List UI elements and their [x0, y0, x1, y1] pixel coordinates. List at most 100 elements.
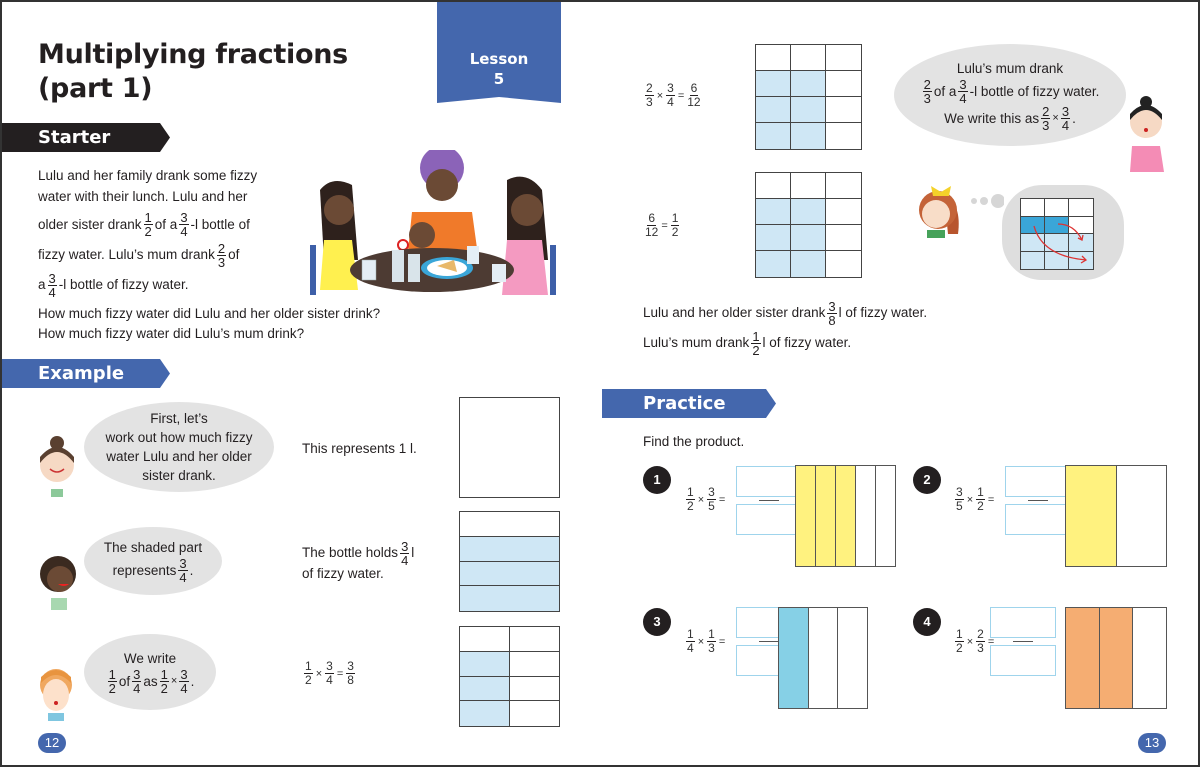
question-2: How much fizzy water did Lulu’s mum drin…	[38, 326, 305, 341]
text: older sister drank	[38, 216, 142, 232]
arrow-icon	[1033, 223, 1088, 264]
title-line-2: (part 1)	[38, 73, 153, 104]
text: We write this as	[944, 110, 1040, 126]
text: as	[143, 674, 158, 689]
q2-denominator-input[interactable]	[1005, 504, 1071, 535]
practice-instruction: Find the product.	[643, 434, 745, 449]
q4-denominator-input[interactable]	[990, 645, 1056, 676]
girl-bun-avatar	[40, 436, 74, 497]
text: Lulu’s mum drank	[643, 335, 750, 350]
bubble-line: The shaded part	[103, 540, 203, 555]
family-at-table-illustration	[310, 150, 556, 295]
q1-numerator-input[interactable]	[736, 466, 802, 497]
bubble-line: work out how much fizzy	[105, 430, 253, 445]
starter-line-1: Lulu and her family drank some fizzy	[38, 168, 258, 183]
example-header-label: Example	[38, 363, 125, 384]
starter-header: Starter	[2, 123, 170, 152]
starter-line-2: water with their lunch. Lulu and her	[38, 189, 248, 204]
text: of	[228, 247, 240, 262]
bubble-line: water Lulu and her older	[106, 449, 252, 464]
q2-bar-model	[1065, 465, 1167, 567]
q3-bar-model	[778, 607, 868, 709]
practice-header-label: Practice	[643, 393, 726, 414]
question-number-3: 3	[643, 608, 671, 636]
question-number-4: 4	[913, 608, 941, 636]
bubble-line: sister drank.	[142, 468, 216, 483]
fraction-line	[1013, 641, 1033, 642]
boy-ginger-avatar	[40, 669, 72, 721]
starter-header-label: Starter	[38, 127, 111, 148]
whole-square-diagram	[459, 397, 560, 498]
speech-bubble-1: First, let’s work out how much fizzy wat…	[84, 402, 274, 492]
text: a	[38, 277, 46, 292]
lesson-label: Lesson	[469, 50, 529, 68]
bubble-line: Lulu’s mum drank	[956, 60, 1064, 76]
times-sign: ×	[170, 675, 178, 687]
caption-one-litre: This represents 1 l.	[302, 441, 417, 456]
page-title: Multiplying fractions (part 1)	[38, 38, 348, 106]
question-number-1: 1	[643, 466, 671, 494]
question-1: How much fizzy water did Lulu and her ol…	[38, 306, 381, 321]
text: The bottle holds	[302, 545, 399, 560]
bubble-line: First, let’s	[150, 411, 208, 426]
text: Lulu and her older sister drank	[643, 305, 826, 320]
text: l	[411, 545, 415, 560]
six-twelfths-diagram	[755, 44, 862, 150]
q1-bar-model	[795, 465, 896, 567]
three-eighths-diagram	[459, 626, 560, 727]
times-sign: ×	[1052, 111, 1059, 124]
lesson-tab: Lesson 5	[437, 2, 561, 103]
girl-dark-hair-avatar	[1130, 96, 1164, 172]
page-number-left: 12	[38, 733, 66, 753]
q2-numerator-input[interactable]	[1005, 466, 1071, 497]
bubble-line: We write	[123, 651, 177, 666]
text: of a	[154, 216, 178, 232]
q1-denominator-input[interactable]	[736, 504, 802, 535]
text: of fizzy water.	[302, 566, 384, 581]
text: of a	[933, 83, 957, 99]
question-number-2: 2	[913, 466, 941, 494]
half-diagram	[755, 172, 862, 278]
starter-questions: How much fizzy water did Lulu and her ol…	[38, 304, 458, 344]
text: -l bottle of fizzy water.	[969, 83, 1100, 99]
girl-ponytail-thinking-avatar	[919, 186, 1004, 238]
q4-numerator-input[interactable]	[990, 607, 1056, 638]
text: of	[118, 674, 131, 689]
fraction-line	[1028, 500, 1048, 501]
page-number-right: 13	[1138, 733, 1166, 753]
boy-curly-avatar	[40, 556, 76, 610]
text: -l bottle of	[190, 216, 250, 232]
